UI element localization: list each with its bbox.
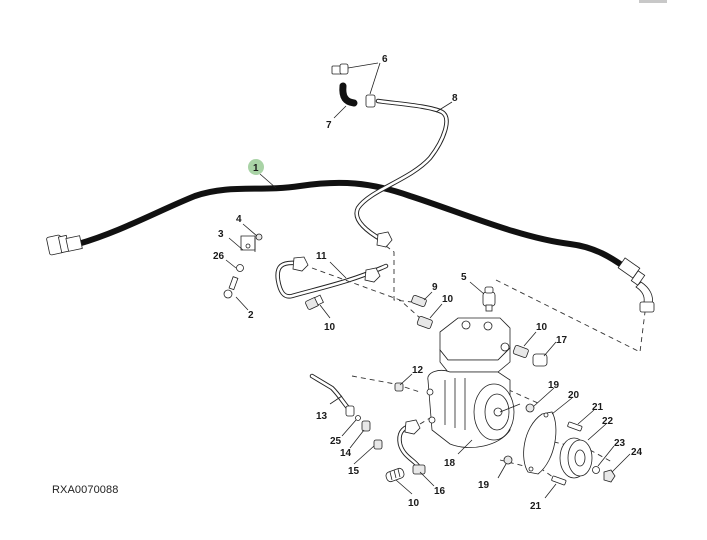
leader-17	[543, 341, 557, 357]
part-20-gasket[interactable]	[523, 411, 557, 475]
leader-2	[235, 296, 249, 311]
callout-16[interactable]: 16	[434, 486, 446, 497]
part-6-fittings[interactable]	[331, 63, 376, 108]
callout-11[interactable]: 11	[316, 251, 327, 262]
callout-21a[interactable]: 21	[592, 402, 604, 413]
part-4-nut[interactable]	[255, 233, 263, 241]
leader-10c	[523, 331, 537, 347]
part-7-elbow-hose[interactable]	[339, 82, 358, 107]
leader-8	[435, 101, 453, 113]
callout-10b[interactable]: 10	[442, 294, 454, 305]
callout-20[interactable]: 20	[568, 390, 580, 401]
callout-5[interactable]: 5	[461, 272, 467, 283]
callout-22[interactable]: 22	[602, 416, 614, 427]
part-24-nut[interactable]	[603, 469, 616, 483]
part-10-fitting-c[interactable]	[512, 345, 529, 358]
leader-26	[225, 259, 237, 269]
callout-12[interactable]: 12	[412, 365, 424, 376]
part-14-fitting[interactable]	[361, 420, 371, 432]
leader-18	[457, 439, 473, 455]
callout-17[interactable]: 17	[556, 335, 568, 346]
leader-1	[259, 173, 277, 189]
part-22-cover[interactable]	[559, 437, 593, 479]
leader-6a	[347, 62, 379, 69]
part-21-stud-b[interactable]	[551, 475, 567, 486]
part-8-tube[interactable]	[354, 98, 449, 248]
leader-19b	[497, 463, 507, 479]
callout-7[interactable]: 7	[326, 120, 332, 131]
leader-15	[353, 445, 375, 465]
leader-11	[329, 261, 347, 279]
callout-1-highlight[interactable]	[248, 159, 264, 175]
part-11-tube[interactable]	[275, 256, 389, 299]
part-19-nut-a[interactable]	[525, 403, 535, 413]
leader-6b	[369, 62, 381, 95]
callout-14[interactable]: 14	[340, 448, 352, 459]
leader-12	[399, 373, 413, 386]
part-9-fitting[interactable]	[411, 295, 427, 307]
part-12-fitting[interactable]	[394, 382, 404, 392]
leader-22	[587, 423, 607, 441]
part-5-valve[interactable]	[482, 286, 496, 312]
leader-5	[469, 281, 485, 295]
leader-7	[333, 105, 347, 119]
callout-26[interactable]: 26	[213, 251, 225, 262]
part-2-bolt[interactable]	[223, 276, 239, 299]
callout-21b[interactable]: 21	[530, 501, 542, 512]
callout-24[interactable]: 24	[631, 447, 643, 458]
callout-25[interactable]: 25	[330, 436, 342, 447]
part-16-tube[interactable]	[397, 419, 426, 475]
part-21-stud-a[interactable]	[567, 421, 583, 432]
leader-13	[329, 395, 343, 405]
leader-23	[597, 445, 615, 467]
leader-3	[228, 237, 244, 251]
part-25-washer[interactable]	[355, 415, 361, 421]
part-3-bracket[interactable]	[240, 235, 256, 252]
leader-10d	[395, 479, 413, 495]
callout-10c[interactable]: 10	[536, 322, 548, 333]
part-18-compressor[interactable]	[426, 317, 521, 448]
callout-15[interactable]: 15	[348, 466, 360, 477]
callout-8[interactable]: 8	[452, 93, 458, 104]
part-10-fitting-d[interactable]	[385, 467, 405, 483]
leader-9	[423, 291, 433, 301]
part-1-hose[interactable]	[46, 179, 655, 313]
callout-10a[interactable]: 10	[324, 322, 336, 333]
callout-3[interactable]: 3	[218, 229, 224, 240]
part-23-washer[interactable]	[592, 466, 600, 474]
callout-1[interactable]: 1	[253, 163, 259, 174]
leader-4	[242, 223, 258, 237]
part-26-washer[interactable]	[236, 264, 244, 272]
callout-23[interactable]: 23	[614, 438, 626, 449]
part-13-tube[interactable]	[309, 373, 355, 417]
callout-13[interactable]: 13	[316, 411, 328, 422]
callout-4[interactable]: 4	[236, 214, 242, 225]
callout-6[interactable]: 6	[382, 54, 388, 65]
leader-25	[341, 419, 357, 437]
callout-10d[interactable]: 10	[408, 498, 420, 509]
leader-14	[349, 429, 365, 449]
top-scrollbar-indicator	[639, 0, 667, 3]
callout-18[interactable]: 18	[444, 458, 456, 469]
figure-reference-code: RXA0070088	[52, 484, 119, 496]
leader-10a	[319, 304, 331, 319]
callout-19a[interactable]: 19	[548, 380, 560, 391]
leader-10b	[429, 303, 443, 319]
callout-9[interactable]: 9	[432, 282, 438, 293]
part-10-fitting-b[interactable]	[416, 316, 433, 329]
leader-21a	[577, 409, 595, 425]
leader-21b	[544, 483, 557, 499]
part-10-fitting-a[interactable]	[305, 294, 324, 310]
leader-20	[551, 397, 573, 415]
part-17-elbow[interactable]	[532, 353, 548, 367]
leader-16	[419, 471, 435, 487]
callout-2[interactable]: 2	[248, 310, 254, 321]
leader-19a	[533, 387, 555, 407]
part-15-fitting[interactable]	[373, 439, 383, 450]
callout-19b[interactable]: 19	[478, 480, 490, 491]
part-19-nut-b[interactable]	[503, 455, 513, 465]
leader-24	[611, 453, 631, 473]
